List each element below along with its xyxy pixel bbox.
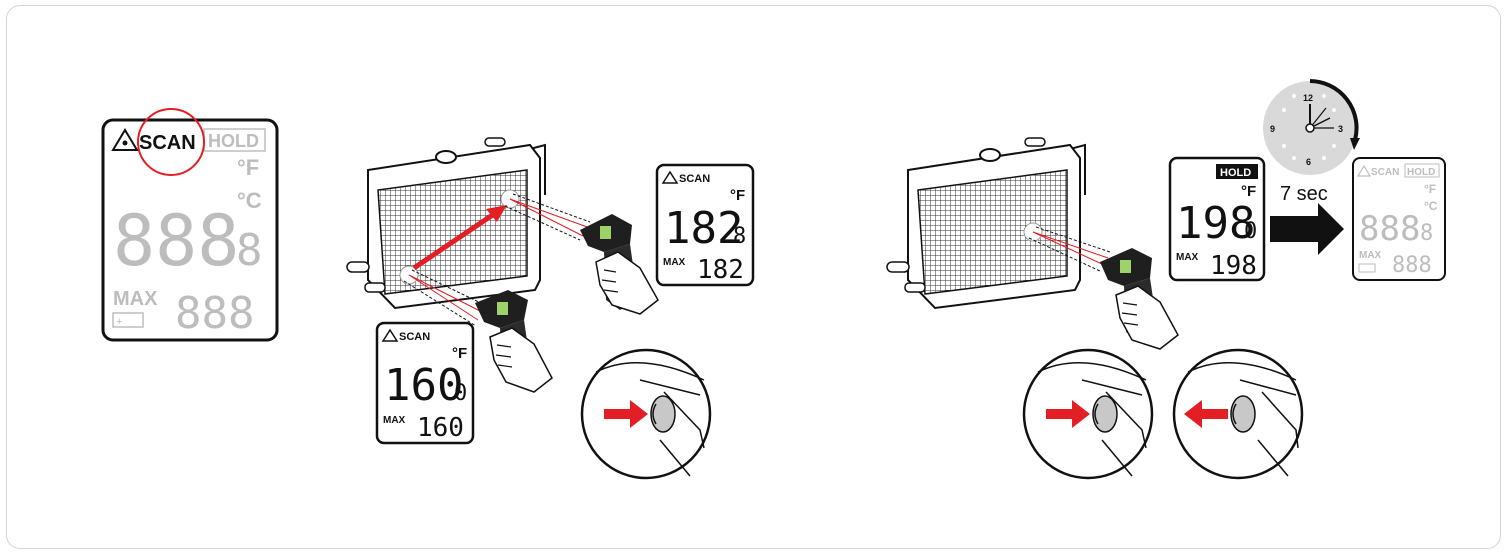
decimal-digit: 8 [236, 225, 263, 276]
scan-indicator: SCAN [679, 173, 710, 185]
temperature-decimal: 0 [454, 381, 467, 406]
hold-indicator: HOLD [208, 131, 259, 151]
svg-text:+: + [116, 316, 122, 328]
hold-indicator: HOLD [1220, 167, 1251, 179]
max-label: MAX [113, 288, 158, 310]
temperature-decimal: 0 [1244, 219, 1257, 244]
max-value: 198 [1210, 251, 1257, 281]
lcd-display-scan-182: SCAN °F 182 8 MAX 182 [657, 165, 753, 285]
clock-number-9: 9 [1270, 124, 1275, 134]
hand-icon [490, 328, 552, 392]
max-digits: 888 [1392, 253, 1432, 278]
main-digits: 888 [1359, 209, 1420, 249]
temperature-value: 182 [664, 203, 743, 254]
lcd-display-large: SCAN HOLD °F °C 888 8 MAX 888 + [103, 109, 277, 340]
clock-number-12: 12 [1303, 93, 1313, 103]
unit-c: °C [1424, 199, 1438, 213]
scan-indicator: SCAN [399, 331, 430, 343]
scan-indicator: SCAN [139, 132, 196, 154]
clock-number-6: 6 [1306, 157, 1311, 167]
max-label: MAX [663, 257, 686, 268]
unit-f: °F [237, 155, 259, 180]
clock-icon: 12 3 6 9 [1263, 81, 1360, 175]
arrow-right-icon [1270, 203, 1344, 255]
radiator-icon [347, 138, 545, 308]
scan-indicator: SCAN [1371, 167, 1399, 178]
lcd-display-hold-198: HOLD °F 198 0 MAX 198 [1170, 158, 1264, 281]
max-label: MAX [1176, 252, 1199, 263]
unit-f: °F [730, 187, 745, 204]
unit-c: °C [237, 188, 262, 213]
unit-f: °F [1424, 182, 1436, 196]
hand-icon [596, 252, 658, 314]
trigger-press-icon [1024, 350, 1152, 478]
max-digits: 888 [175, 288, 254, 339]
main-digits: 888 [113, 200, 239, 282]
trigger-press-icon [582, 350, 710, 478]
max-value: 182 [697, 255, 744, 285]
temperature-value: 160 [384, 360, 463, 411]
radiator-icon [887, 138, 1085, 308]
timer-label: 7 sec [1280, 183, 1328, 205]
lcd-display-off: SCAN HOLD °F °C 888 8 MAX 888 [1353, 158, 1445, 280]
max-value: 160 [417, 413, 464, 443]
decimal-digit: 8 [1420, 221, 1433, 246]
temperature-decimal: 8 [733, 224, 746, 249]
hold-indicator: HOLD [1407, 167, 1435, 178]
max-label: MAX [383, 415, 406, 426]
max-label: MAX [1359, 250, 1382, 261]
clock-number-3: 3 [1338, 124, 1343, 134]
lcd-display-scan-160: SCAN °F 160 0 MAX 160 [377, 323, 473, 443]
hand-icon [1116, 286, 1178, 349]
trigger-release-icon [1174, 350, 1302, 478]
